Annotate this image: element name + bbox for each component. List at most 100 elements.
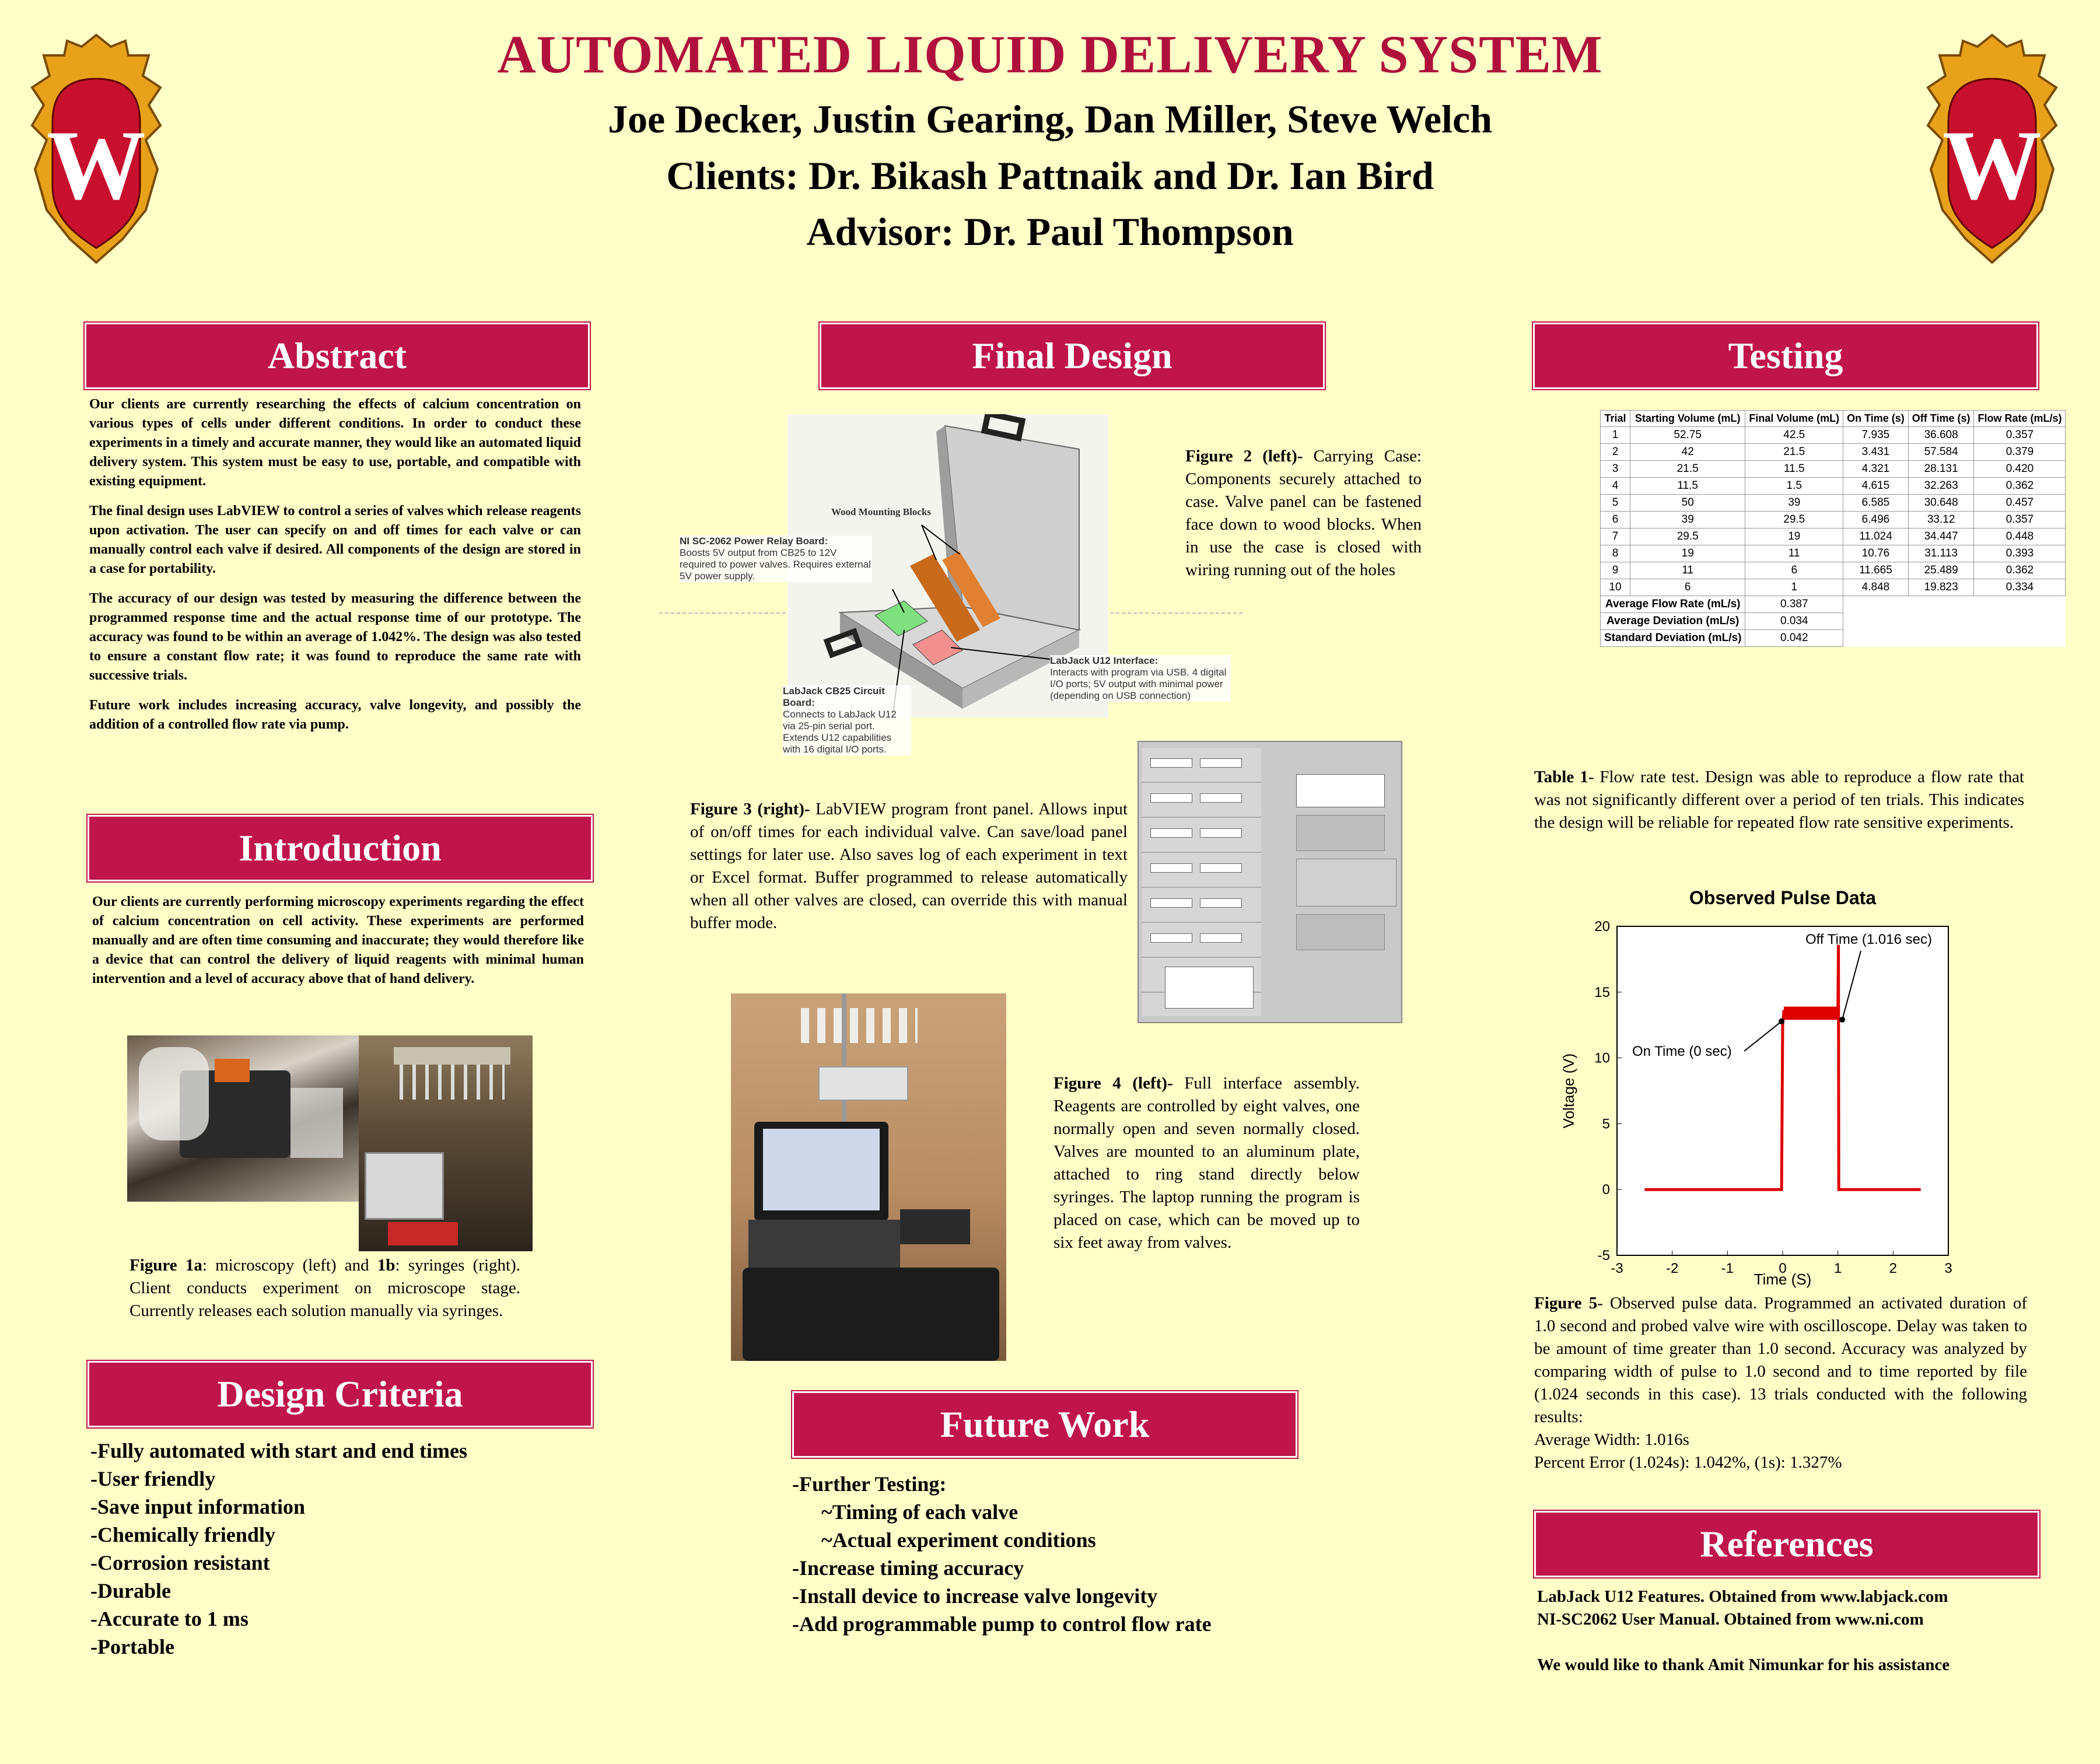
- table-cell: 9: [1600, 562, 1630, 579]
- table-cell: 5: [1600, 494, 1630, 512]
- acknowledgement: We would like to thank Amit Nimunkar for…: [1537, 1656, 1950, 1674]
- x-tick-label: -3: [1611, 1261, 1623, 1276]
- table-cell: 0.362: [1973, 477, 2066, 495]
- table-cell: 11.5: [1745, 460, 1844, 478]
- off-time-annotation: Off Time (1.016 sec): [1805, 932, 1932, 947]
- reference-item: LabJack U12 Features. Obtained from www.…: [1537, 1587, 1948, 1606]
- y-tick-label: 5: [1602, 1116, 1610, 1132]
- list-item: ~Actual experiment conditions: [821, 1528, 1096, 1552]
- x-tick-label: 2: [1889, 1261, 1897, 1276]
- figure3-caption: Figure 3 (right)- LabVIEW program front …: [690, 800, 1128, 932]
- clients: Clients: Dr. Bikash Pattnaik and Dr. Ian…: [666, 153, 1434, 198]
- y-tick-label: -5: [1598, 1248, 1610, 1264]
- summary-row: Average Flow Rate (mL/s)0.387: [1600, 596, 2066, 613]
- figure1-caption: Figure 1a: microscopy (left) and 1b: syr…: [130, 1256, 521, 1320]
- y-tick-label: 10: [1594, 1051, 1610, 1066]
- abstract-body: Our clients are currently researching th…: [89, 395, 581, 734]
- table-header: On Time (s): [1843, 410, 1909, 427]
- table-cell: 0.393: [1973, 545, 2066, 562]
- table-cell: 21.5: [1629, 460, 1746, 478]
- summary-label: Average Flow Rate (mL/s): [1600, 596, 1746, 613]
- reference-item: NI-SC2062 User Manual. Obtained from www…: [1537, 1610, 1924, 1629]
- list-item: -Add programmable pump to control flow r…: [792, 1612, 1212, 1636]
- table-cell: 29.5: [1745, 511, 1844, 528]
- off-time-arrow: [1842, 950, 1861, 1020]
- table-cell: 10: [1600, 579, 1630, 596]
- table-cell: 0.357: [1973, 426, 2066, 444]
- summary-value: 0.042: [1745, 629, 1844, 647]
- table-header: Starting Volume (mL): [1629, 410, 1746, 427]
- table-cell: 50: [1629, 494, 1746, 512]
- summary-row: Standard Deviation (mL/s)0.042: [1600, 629, 2066, 647]
- table-header: Flow Rate (mL/s): [1973, 410, 2066, 427]
- advisor: Advisor: Dr. Paul Thompson: [806, 209, 1294, 254]
- svg-text:W: W: [1943, 110, 2042, 220]
- table-cell: 1: [1745, 579, 1844, 596]
- introduction-heading: Introduction: [88, 815, 593, 881]
- table-cell: 52.75: [1629, 426, 1746, 444]
- table-cell: 7: [1600, 528, 1630, 545]
- future-work-list: -Further Testing: ~Timing of each valve …: [792, 1470, 1317, 1638]
- off-time-arrow-head: [1839, 1016, 1846, 1023]
- table-header: Off Time (s): [1908, 410, 1975, 427]
- abstract-paragraph: Future work includes increasing accuracy…: [89, 698, 581, 732]
- table-header: Trial: [1600, 410, 1630, 427]
- table-cell: 19: [1629, 545, 1746, 562]
- table-cell: 6: [1745, 562, 1844, 579]
- figure5-caption: Figure 5- Observed pulse data. Programme…: [1534, 1294, 2027, 1472]
- list-item: -Install device to increase valve longev…: [792, 1584, 1158, 1608]
- table-cell: 33.12: [1908, 511, 1975, 528]
- summary-value: 0.034: [1745, 612, 1844, 630]
- table-cell: 11.5: [1629, 477, 1746, 495]
- crest-left-logo: W: [30, 33, 162, 264]
- table-cell: 6: [1600, 511, 1630, 528]
- list-item: -Further Testing:: [792, 1472, 947, 1496]
- table-cell: 42: [1629, 443, 1746, 461]
- references-list: LabJack U12 Features. Obtained from www.…: [1537, 1586, 1950, 1676]
- figure4-caption: Figure 4 (left)- Full interface assembly…: [1054, 1074, 1360, 1252]
- x-tick-label: 3: [1944, 1261, 1952, 1276]
- table-cell: 0.448: [1973, 528, 2066, 545]
- x-tick-label: 1: [1834, 1261, 1842, 1276]
- table-cell: 0.334: [1973, 579, 2066, 596]
- syringes-photo: [359, 1035, 533, 1251]
- u12-callout: LabJack U12 Interface:Interacts with pro…: [1050, 655, 1231, 702]
- svg-text:W: W: [47, 110, 146, 220]
- table-cell: 28.131: [1908, 460, 1975, 478]
- y-tick-label: 20: [1594, 919, 1610, 935]
- microscopy-photo: [127, 1035, 360, 1202]
- table-cell: 4.321: [1843, 460, 1909, 478]
- list-item: -Save input information: [90, 1495, 306, 1518]
- summary-row: Average Deviation (mL/s)0.034: [1600, 612, 2066, 630]
- on-time-annotation: On Time (0 sec): [1632, 1044, 1732, 1059]
- table-cell: 31.113: [1908, 545, 1975, 562]
- table-cell: 0.362: [1973, 562, 2066, 579]
- abstract-paragraph: The final design uses LabVIEW to control…: [89, 503, 581, 576]
- percent-error: Percent Error (1.024s): 1.042%, (1s): 1.…: [1534, 1453, 1842, 1472]
- list-item: -Increase timing accuracy: [792, 1556, 1024, 1580]
- table-cell: 6: [1629, 579, 1746, 596]
- table-cell: 39: [1745, 494, 1844, 512]
- average-width: Average Width: 1.016s: [1534, 1430, 1689, 1449]
- list-item: -Chemically friendly: [90, 1523, 275, 1546]
- table-cell: 0.457: [1973, 494, 2066, 512]
- cb25-callout: LabJack CB25 Circuit Board:Connects to L…: [783, 685, 911, 755]
- table-cell: 3: [1600, 460, 1630, 478]
- table-cell: 21.5: [1745, 443, 1844, 461]
- abstract-paragraph: The accuracy of our design was tested by…: [89, 591, 581, 683]
- x-axis-label: Time (S): [1754, 1270, 1812, 1288]
- table-cell: 2: [1600, 443, 1630, 461]
- table-cell: 0.420: [1973, 460, 2066, 478]
- on-time-arrow-head: [1779, 1018, 1784, 1024]
- chart-title: Observed Pulse Data: [1689, 887, 1876, 908]
- table-cell: 0.357: [1973, 511, 2066, 528]
- list-item: -Accurate to 1 ms: [90, 1607, 249, 1630]
- table-cell: 32.263: [1908, 477, 1975, 495]
- authors: Joe Decker, Justin Gearing, Dan Miller, …: [607, 97, 1493, 141]
